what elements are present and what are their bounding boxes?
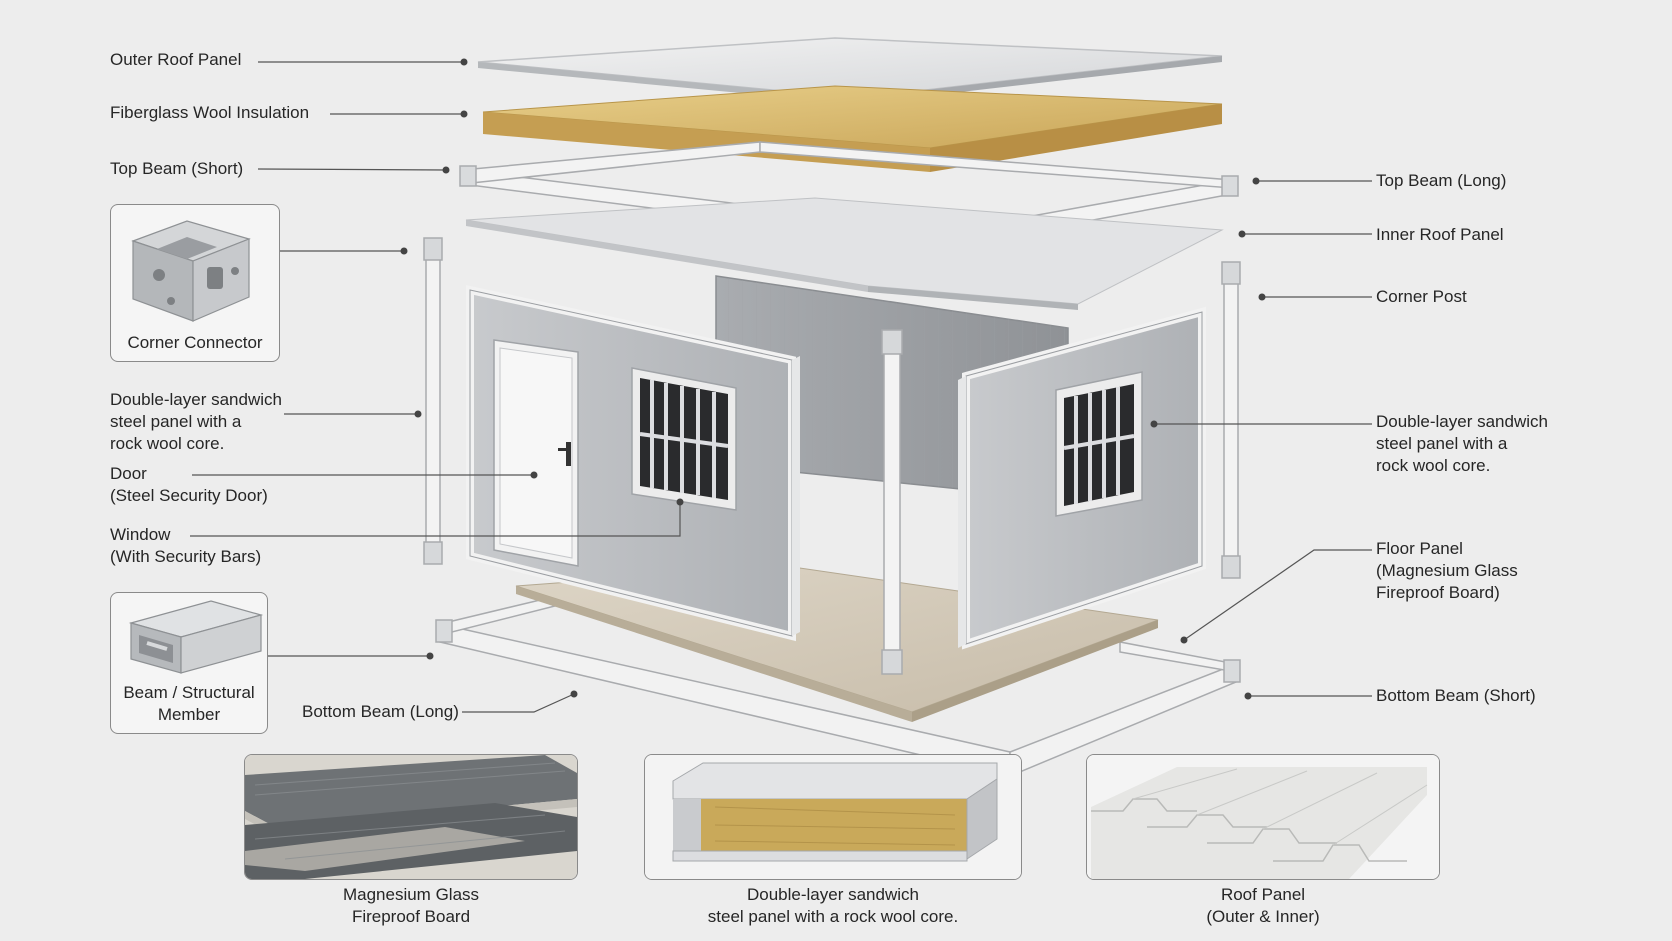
- roof-panel-caption: Roof Panel (Outer & Inner): [1206, 885, 1320, 926]
- label-sandwich-panel-left: Double-layer sandwich steel panel with a…: [110, 390, 282, 453]
- corner-posts: [423, 237, 1241, 675]
- roof-panel-image: [1087, 755, 1439, 879]
- magnesium-board-card: [244, 754, 578, 880]
- label-sandwich-panel-right: Double-layer sandwich steel panel with a…: [1376, 412, 1548, 475]
- label-bottom-beam-short: Bottom Beam (Short): [1376, 686, 1536, 705]
- label-door: Door (Steel Security Door): [110, 464, 268, 505]
- beam-structural-caption: Beam / Structural Member: [123, 683, 255, 724]
- label-corner-post: Corner Post: [1376, 287, 1467, 306]
- magnesium-board-image: [245, 755, 577, 879]
- bottom-beam-frame: [435, 599, 1241, 778]
- leader-dots: [400, 58, 1266, 700]
- corner-connector-icon: [131, 220, 251, 322]
- beam-structural-card: Beam / Structural Member: [110, 592, 268, 734]
- sandwich-panel-image: [645, 755, 1021, 879]
- corner-connector-card: Corner Connector: [110, 204, 280, 362]
- side-window-with-bars: [1055, 371, 1143, 517]
- beam-profile-icon: [128, 600, 264, 674]
- label-bottom-beam-long: Bottom Beam (Long): [302, 702, 459, 721]
- sandwich-panel-caption: Double-layer sandwich steel panel with a…: [707, 885, 959, 926]
- label-outer-roof-panel: Outer Roof Panel: [110, 50, 242, 69]
- magnesium-board-caption: Magnesium Glass Fireproof Board: [342, 885, 480, 926]
- label-floor-panel: Floor Panel (Magnesium Glass Fireproof B…: [1376, 539, 1518, 602]
- front-wall-panel: [466, 285, 800, 642]
- label-inner-roof-panel: Inner Roof Panel: [1376, 225, 1504, 244]
- sandwich-panel-card: [644, 754, 1022, 880]
- leader-lines: [190, 61, 1372, 713]
- steel-security-door: [493, 339, 579, 567]
- label-window: Window (With Security Bars): [110, 525, 262, 566]
- window-with-bars: [631, 367, 737, 511]
- label-fiberglass-wool-insulation: Fiberglass Wool Insulation: [110, 103, 310, 122]
- corner-connector-caption: Corner Connector: [127, 333, 263, 352]
- label-top-beam-long: Top Beam (Long): [1376, 171, 1507, 190]
- inner-roof-panel: [465, 197, 1224, 310]
- side-wall-panel: [958, 306, 1206, 650]
- label-top-beam-short: Top Beam (Short): [110, 159, 244, 178]
- roof-panel-card: [1086, 754, 1440, 880]
